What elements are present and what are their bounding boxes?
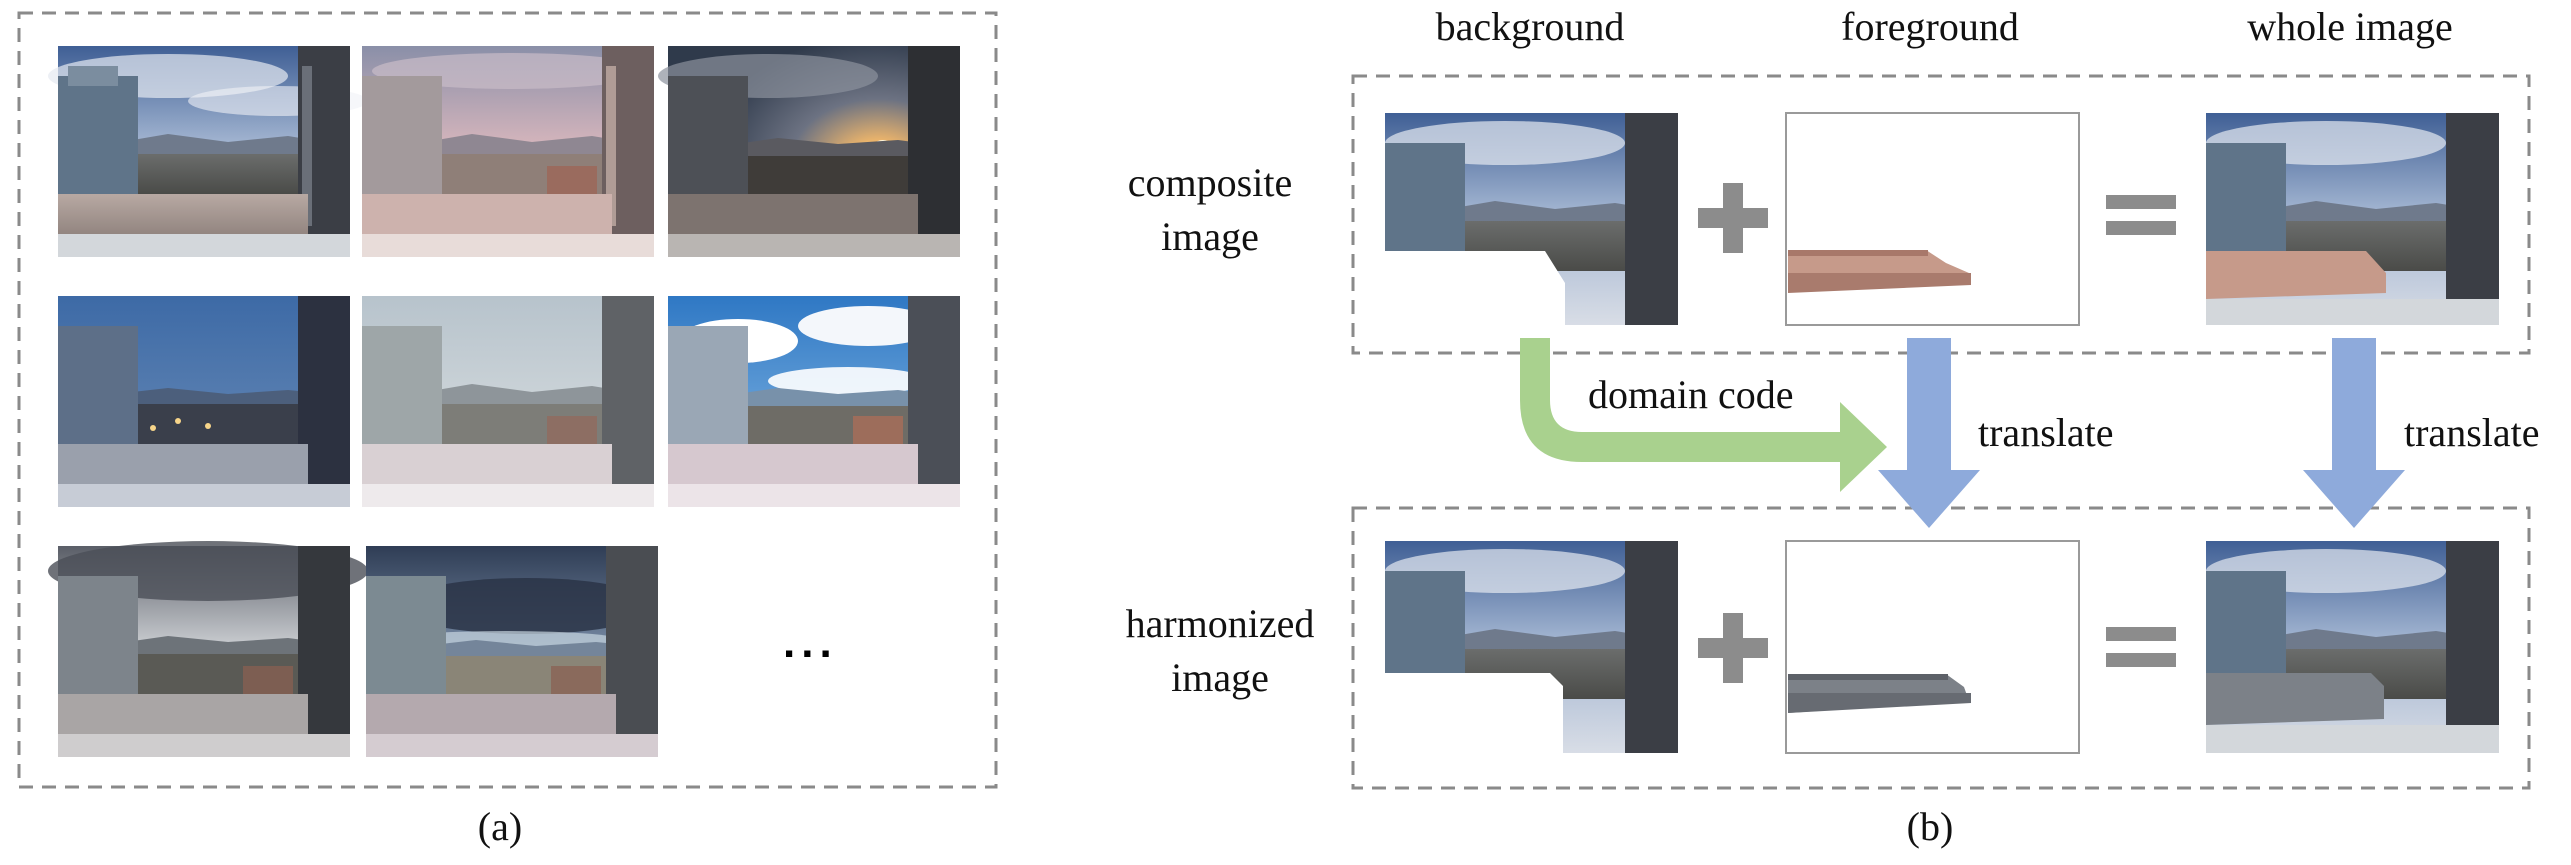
- plus-operator-composite: [1698, 183, 1768, 253]
- thumbnail-blue-sky-clouds: [668, 296, 960, 507]
- thumbnail-dark-clouds-light-city: [366, 546, 658, 757]
- thumbnail-dusk-cloudy: [48, 46, 368, 257]
- panel-a-dashed-border: [17, 11, 998, 789]
- row-label-composite: composite image: [1127, 160, 1293, 259]
- more-images-ellipsis: ...: [783, 618, 838, 667]
- harmonized-foreground-image: [1785, 540, 2080, 754]
- thumbnail-blue-night: [58, 296, 350, 507]
- composite-foreground-image: [1785, 112, 2080, 326]
- harmonized-background-image: [1385, 541, 1678, 753]
- domain-code-label: domain code: [1588, 372, 1794, 417]
- header-background: background: [1435, 4, 1625, 49]
- equals-operator-composite: [2106, 195, 2176, 235]
- row-label-harmonized: harmonized image: [1125, 601, 1315, 700]
- harmonized-whole-image: [2206, 541, 2499, 753]
- equals-operator-harmonized: [2106, 627, 2176, 667]
- composite-whole-image: [2206, 113, 2499, 325]
- translate-whole-label: translate: [2404, 410, 2540, 455]
- panel-b-caption: (b): [1906, 804, 1954, 849]
- thumbnail-sunset-glow: [658, 46, 960, 257]
- composite-row-dashed-border: [1351, 74, 2531, 355]
- plus-operator-harmonized: [1698, 613, 1768, 683]
- thumbnail-pink-hazy: [362, 46, 654, 257]
- thumbnail-pale-overcast: [362, 296, 654, 507]
- header-foreground: foreground: [1841, 4, 2019, 49]
- translate-foreground-arrow: [1878, 338, 1980, 528]
- composite-background-image: [1385, 113, 1678, 325]
- domain-code-arrow: [1520, 338, 1887, 492]
- header-whole-image: whole image: [2247, 4, 2453, 49]
- translate-foreground-label: translate: [1978, 410, 2114, 455]
- translate-whole-arrow: [2303, 338, 2405, 528]
- panel-a-caption: (a): [477, 804, 523, 849]
- thumbnail-storm-grey: [48, 541, 368, 757]
